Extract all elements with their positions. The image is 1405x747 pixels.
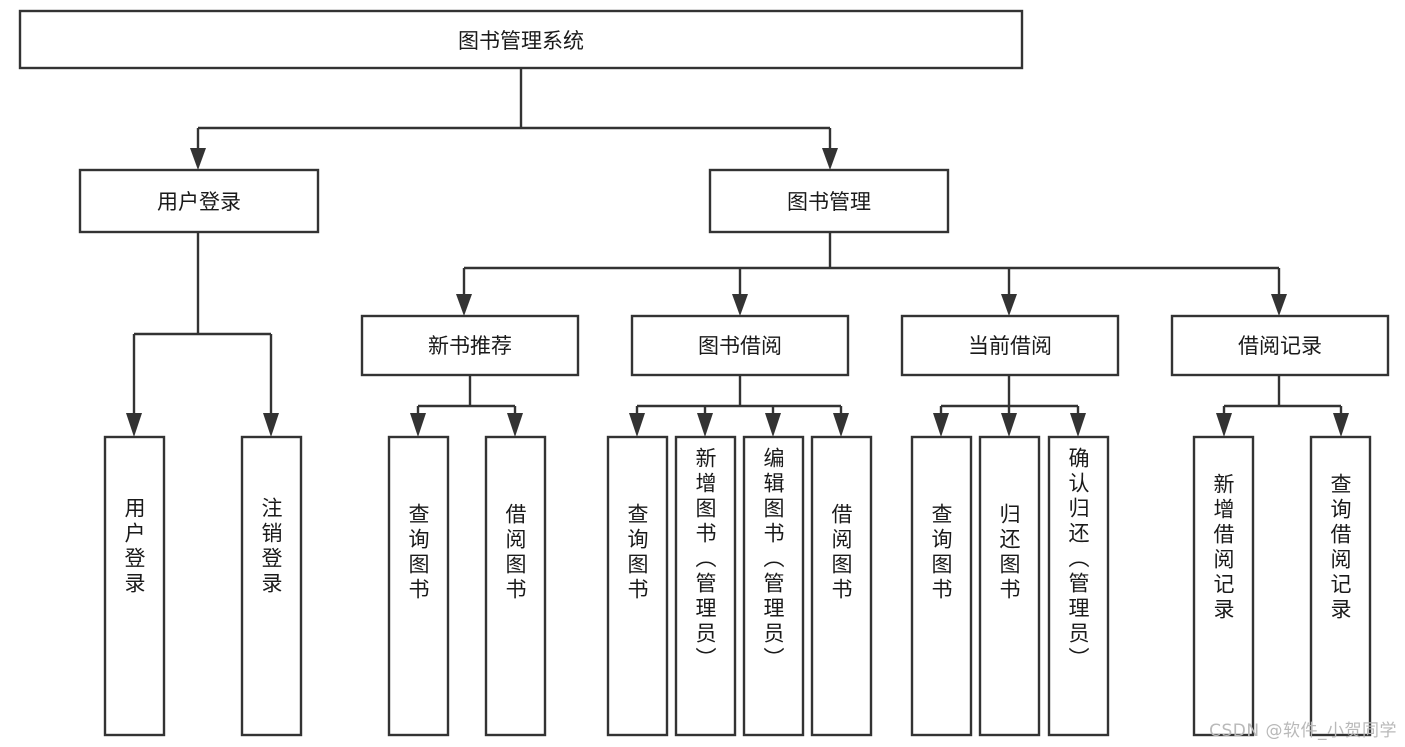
connectors-book-borrow-to-leaves — [629, 375, 849, 437]
connector-new-book-recommend-branch — [416, 375, 517, 420]
node-book-management[interactable]: 图书管理 — [708, 168, 950, 234]
connectors-borrow-record-to-leaves — [1216, 375, 1349, 437]
arrow-to-leaf-query-record — [1333, 413, 1349, 437]
leaf-borrow-book-1-label: 借阅图书 — [503, 503, 527, 603]
arrow-to-leaf-query-book-2 — [629, 413, 645, 437]
leaf-add-record[interactable]: 新增借阅记录 — [1192, 435, 1255, 737]
leaf-return-book-box[interactable] — [978, 435, 1041, 737]
leaf-user-logout-box[interactable] — [240, 435, 303, 737]
leaf-borrow-book-2-label: 借阅图书 — [829, 503, 853, 603]
node-borrow-record-box[interactable] — [1170, 314, 1390, 377]
node-book-borrow-box[interactable] — [630, 314, 850, 377]
node-root[interactable]: 图书管理系统 — [18, 9, 1024, 70]
node-current-borrow[interactable]: 当前借阅 — [900, 314, 1120, 377]
node-new-book-recommend[interactable]: 新书推荐 — [360, 314, 580, 377]
connector-user-login-branch — [132, 232, 273, 420]
arrow-to-leaf-borrow-book-2 — [833, 413, 849, 437]
arrow-to-user-login — [190, 148, 206, 170]
leaf-borrow-book-1-box[interactable] — [484, 435, 547, 737]
arrow-to-leaf-user-logout — [263, 413, 279, 437]
arrow-to-new-book-recommend — [456, 294, 472, 316]
leaf-user-logout-label: 注销登录 — [259, 497, 283, 597]
leaf-query-book-3-box[interactable] — [910, 435, 973, 737]
node-borrow-record-label: 借阅记录 — [1238, 334, 1322, 358]
node-borrow-record[interactable]: 借阅记录 — [1170, 314, 1390, 377]
arrow-to-leaf-query-book-3 — [933, 413, 949, 437]
arrow-to-book-management — [822, 148, 838, 170]
arrow-to-leaf-edit-book — [765, 413, 781, 437]
connectors-current-borrow-to-leaves — [933, 375, 1086, 437]
node-book-borrow[interactable]: 图书借阅 — [630, 314, 850, 377]
leaf-query-book-3[interactable]: 查询图书 — [910, 435, 973, 737]
arrow-to-borrow-record — [1271, 294, 1287, 316]
node-root-label: 图书管理系统 — [458, 29, 584, 53]
leaf-confirm-return-box[interactable] — [1047, 435, 1110, 737]
leaf-user-login-box[interactable] — [103, 435, 166, 737]
arrow-to-leaf-return-book — [1001, 413, 1017, 437]
arrow-to-leaf-add-book — [697, 413, 713, 437]
leaf-query-book-1[interactable]: 查询图书 — [387, 435, 450, 737]
leaf-borrow-book-2-box[interactable] — [810, 435, 873, 737]
leaf-confirm-return[interactable]: 确认归还（管理员） — [1047, 435, 1110, 737]
arrow-to-leaf-query-book-1 — [410, 413, 426, 437]
node-current-borrow-box[interactable] — [900, 314, 1120, 377]
leaf-confirm-return-label: 确认归还（管理员） — [1066, 447, 1090, 672]
node-current-borrow-label: 当前借阅 — [968, 334, 1052, 358]
leaf-query-record[interactable]: 查询借阅记录 — [1309, 435, 1372, 737]
leaf-user-login[interactable]: 用户登录 — [103, 435, 166, 737]
leaf-query-book-1-label: 查询图书 — [406, 503, 430, 603]
connector-borrow-record-branch — [1222, 375, 1343, 420]
node-user-login-label: 用户登录 — [157, 190, 241, 214]
node-book-management-label: 图书管理 — [787, 190, 871, 214]
leaf-edit-book[interactable]: 编辑图书（管理员） — [742, 435, 805, 737]
connector-root-branch — [196, 68, 832, 155]
node-user-login[interactable]: 用户登录 — [78, 168, 320, 234]
node-root-box[interactable] — [18, 9, 1024, 70]
leaf-add-book-box[interactable] — [674, 435, 737, 737]
leaf-return-book-label: 归还图书 — [997, 503, 1021, 603]
arrow-to-leaf-confirm-return — [1070, 413, 1086, 437]
arrow-to-leaf-user-login — [126, 413, 142, 437]
leaf-edit-book-box[interactable] — [742, 435, 805, 737]
leaf-add-record-label: 新增借阅记录 — [1211, 473, 1235, 623]
leaf-query-record-box[interactable] — [1309, 435, 1372, 737]
leaf-query-book-2-label: 查询图书 — [625, 503, 649, 603]
leaf-query-record-label: 查询借阅记录 — [1328, 473, 1352, 623]
arrow-to-book-borrow — [732, 294, 748, 316]
connectors-new-book-recommend-to-leaves — [410, 375, 523, 437]
leaf-edit-book-label: 编辑图书（管理员） — [761, 447, 785, 672]
leaf-query-book-2[interactable]: 查询图书 — [606, 435, 669, 737]
connectors-book-management-to-level3 — [456, 232, 1287, 316]
leaf-query-book-3-label: 查询图书 — [929, 503, 953, 603]
node-book-management-box[interactable] — [708, 168, 950, 234]
node-new-book-recommend-box[interactable] — [360, 314, 580, 377]
leaf-user-login-label: 用户登录 — [122, 497, 146, 597]
leaf-return-book[interactable]: 归还图书 — [978, 435, 1041, 737]
arrow-to-leaf-add-record — [1216, 413, 1232, 437]
arrow-to-leaf-borrow-book-1 — [507, 413, 523, 437]
leaf-borrow-book-1[interactable]: 借阅图书 — [484, 435, 547, 737]
node-user-login-box[interactable] — [78, 168, 320, 234]
node-new-book-recommend-label: 新书推荐 — [428, 334, 512, 358]
leaf-query-book-1-box[interactable] — [387, 435, 450, 737]
leaf-add-book-label: 新增图书（管理员） — [693, 447, 717, 672]
arrow-to-current-borrow — [1001, 294, 1017, 316]
connector-book-management-branch — [462, 232, 1281, 300]
connector-book-borrow-branch — [635, 375, 843, 420]
connectors-user-login-to-leaves — [126, 232, 279, 437]
leaf-add-book[interactable]: 新增图书（管理员） — [674, 435, 737, 737]
leaf-query-book-2-box[interactable] — [606, 435, 669, 737]
node-book-borrow-label: 图书借阅 — [698, 334, 782, 358]
leaf-user-logout[interactable]: 注销登录 — [240, 435, 303, 737]
leaf-borrow-book-2[interactable]: 借阅图书 — [810, 435, 873, 737]
leaf-add-record-box[interactable] — [1192, 435, 1255, 737]
connectors-root-to-level2 — [190, 68, 838, 170]
